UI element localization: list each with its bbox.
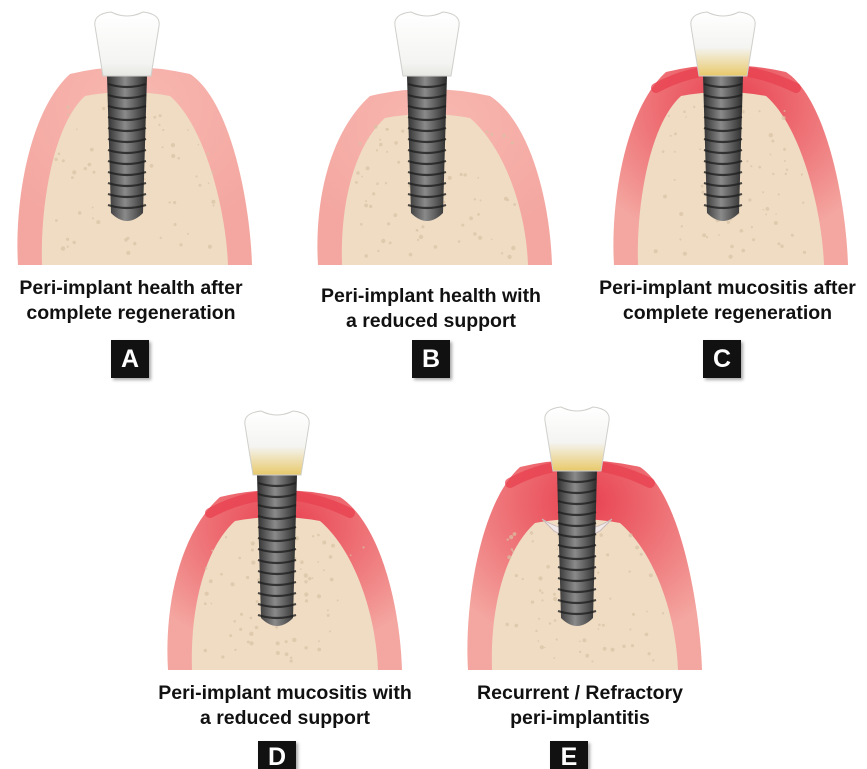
label-badge-c: C: [703, 340, 741, 378]
crown: [95, 12, 159, 76]
label-badge-d: D: [258, 741, 296, 769]
implant-illustration-e: [450, 405, 720, 675]
caption-a-line1: Peri-implant health after: [0, 276, 262, 301]
caption-d-line2: a reduced support: [130, 706, 440, 731]
caption-c-line2: complete regeneration: [588, 301, 867, 326]
caption-e-line2: peri-implantitis: [440, 706, 720, 731]
panel-a: Peri-implant health after complete regen…: [0, 0, 270, 390]
crown: [691, 12, 755, 76]
label-badge-a: A: [111, 340, 149, 378]
panel-d: Peri-implant mucositis with a reduced su…: [150, 405, 420, 769]
crown: [395, 12, 459, 76]
panel-e: Recurrent / Refractory peri-implantitis …: [450, 405, 720, 769]
panel-c: Peri-implant mucositis after complete re…: [596, 0, 867, 390]
caption-a: Peri-implant health after complete regen…: [0, 276, 262, 326]
caption-c: Peri-implant mucositis after complete re…: [588, 276, 867, 326]
caption-c-line1: Peri-implant mucositis after: [588, 276, 867, 301]
caption-a-line2: complete regeneration: [0, 301, 262, 326]
caption-e-line1: Recurrent / Refractory: [440, 681, 720, 706]
caption-b-line1: Peri-implant health with: [300, 284, 562, 309]
implant-illustration-b: [300, 0, 570, 270]
caption-d-line1: Peri-implant mucositis with: [130, 681, 440, 706]
caption-b-line2: a reduced support: [300, 309, 562, 334]
implant-illustration-d: [150, 405, 420, 675]
crown: [245, 411, 309, 475]
implant-illustration-c: [596, 0, 866, 270]
implant-illustration-a: [0, 0, 270, 270]
label-badge-b: B: [412, 340, 450, 378]
label-badge-e: E: [550, 741, 588, 769]
panel-b: Peri-implant health with a reduced suppo…: [300, 0, 570, 390]
caption-d: Peri-implant mucositis with a reduced su…: [130, 681, 440, 731]
crown: [545, 407, 609, 471]
caption-e: Recurrent / Refractory peri-implantitis: [440, 681, 720, 731]
caption-b: Peri-implant health with a reduced suppo…: [300, 284, 562, 334]
